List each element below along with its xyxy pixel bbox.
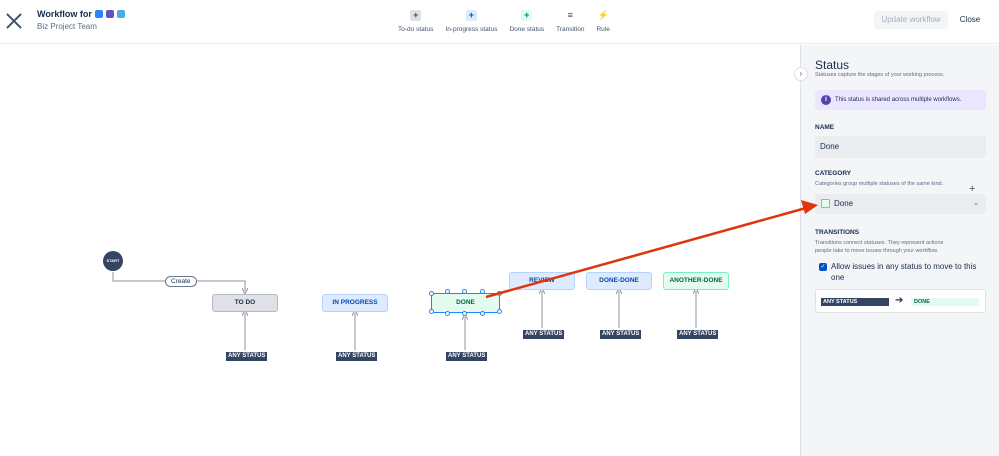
tool-label: Transition [556,26,585,33]
add-rule-button[interactable]: ⚡ Rule [590,10,615,33]
tool-label: Done status [509,26,545,33]
tool-label: In-progress status [445,26,498,33]
any-status-node[interactable]: ANY STATUS [600,330,642,339]
status-node-todo[interactable]: TO DO [212,294,278,312]
chevron-right-icon[interactable]: › [794,67,808,81]
epic-issue-icon [116,10,125,18]
start-node[interactable]: START [103,251,123,271]
subtask-issue-icon [105,10,114,18]
resize-handle[interactable] [480,289,485,294]
category-value: Done [834,199,854,208]
transition-card[interactable]: ANY STATUS ➔ DONE [815,289,986,313]
lightning-icon: ⚡ [597,10,609,20]
close-button[interactable]: Close [959,15,981,24]
panel-description: Statuses capture the stages of your work… [815,72,945,78]
update-workflow-button[interactable]: Update workflow [874,11,948,29]
info-icon: i [821,95,831,105]
create-transition-label[interactable]: Create [165,276,197,287]
workflow-title-text: Workflow for [37,9,92,19]
add-transition-button[interactable]: ≡ Transition [550,10,590,33]
add-transition-plus-icon[interactable]: + [969,183,976,195]
category-swatch [821,199,830,208]
info-text: This status is shared across multiple wo… [835,97,962,103]
any-status-node[interactable]: ANY STATUS [523,330,565,339]
category-label: CATEGORY [815,170,852,177]
from-status-lozenge: ANY STATUS [821,298,889,306]
resize-handle[interactable] [497,291,502,296]
plus-icon: + [521,10,533,21]
add-in-progress-status-button[interactable]: + In-progress status [439,10,503,33]
status-node-another-done[interactable]: ANOTHER-DONE [663,272,729,290]
category-select[interactable]: Done ⌄ [815,194,986,214]
tool-label: To-do status [398,26,434,33]
transitions-hint: Transitions connect statuses. They repre… [815,240,944,246]
workflow-canvas[interactable]: START Create TO DO IN PROGRESS DONE REVI… [0,45,800,456]
any-status-node[interactable]: ANY STATUS [446,352,488,361]
resize-handle[interactable] [429,291,434,296]
resize-handle[interactable] [462,289,467,294]
tool-label: Rule [596,26,610,33]
name-label: NAME [815,124,835,131]
task-issue-icon [94,10,103,18]
resize-handle[interactable] [445,289,450,294]
workflow-toolbar: + To-do status + In-progress status + Do… [392,10,616,33]
close-icon[interactable] [6,13,22,29]
any-status-node[interactable]: ANY STATUS [336,352,378,361]
resize-handle[interactable] [445,311,450,316]
add-done-status-button[interactable]: + Done status [503,10,550,33]
arrow-right-icon: ➔ [895,295,904,306]
shared-status-info-banner: i This status is shared across multiple … [815,90,986,110]
panel-title: Status [815,58,850,72]
workflow-title: Workflow for [37,9,125,19]
status-node-done-done[interactable]: DONE-DONE [586,272,652,290]
any-status-node[interactable]: ANY STATUS [677,330,719,339]
resize-handle[interactable] [480,311,485,316]
project-name: Biz Project Team [37,22,97,31]
transitions-label: TRANSITIONS [815,229,860,236]
status-node-review[interactable]: REVIEW [509,272,575,290]
status-name-input[interactable]: Done [815,136,986,158]
resize-handle[interactable] [429,309,434,314]
transition-lines [112,272,800,350]
transitions-hint: people take to move issues through your … [815,248,939,254]
plus-icon: + [465,10,477,21]
status-details-panel: › Status Statuses capture the stages of … [794,45,999,456]
to-status-lozenge: DONE [911,298,979,306]
category-hint: Categories group multiple statuses of th… [815,181,944,187]
resize-handle[interactable] [462,311,467,316]
allow-any-status-label[interactable]: Allow issues in any status to move to th… [831,262,977,282]
status-node-in-progress[interactable]: IN PROGRESS [322,294,388,312]
workflow-header: Workflow for Biz Project Team + To-do st… [0,0,999,44]
chevron-down-icon: ⌄ [973,200,979,207]
any-status-node[interactable]: ANY STATUS [226,352,268,361]
add-todo-status-button[interactable]: + To-do status [392,10,439,33]
transition-icon: ≡ [567,10,573,20]
plus-icon: + [410,10,422,21]
resize-handle[interactable] [497,309,502,314]
status-node-done[interactable]: DONE [431,293,500,313]
allow-any-status-checkbox[interactable]: ✓ [819,263,827,271]
